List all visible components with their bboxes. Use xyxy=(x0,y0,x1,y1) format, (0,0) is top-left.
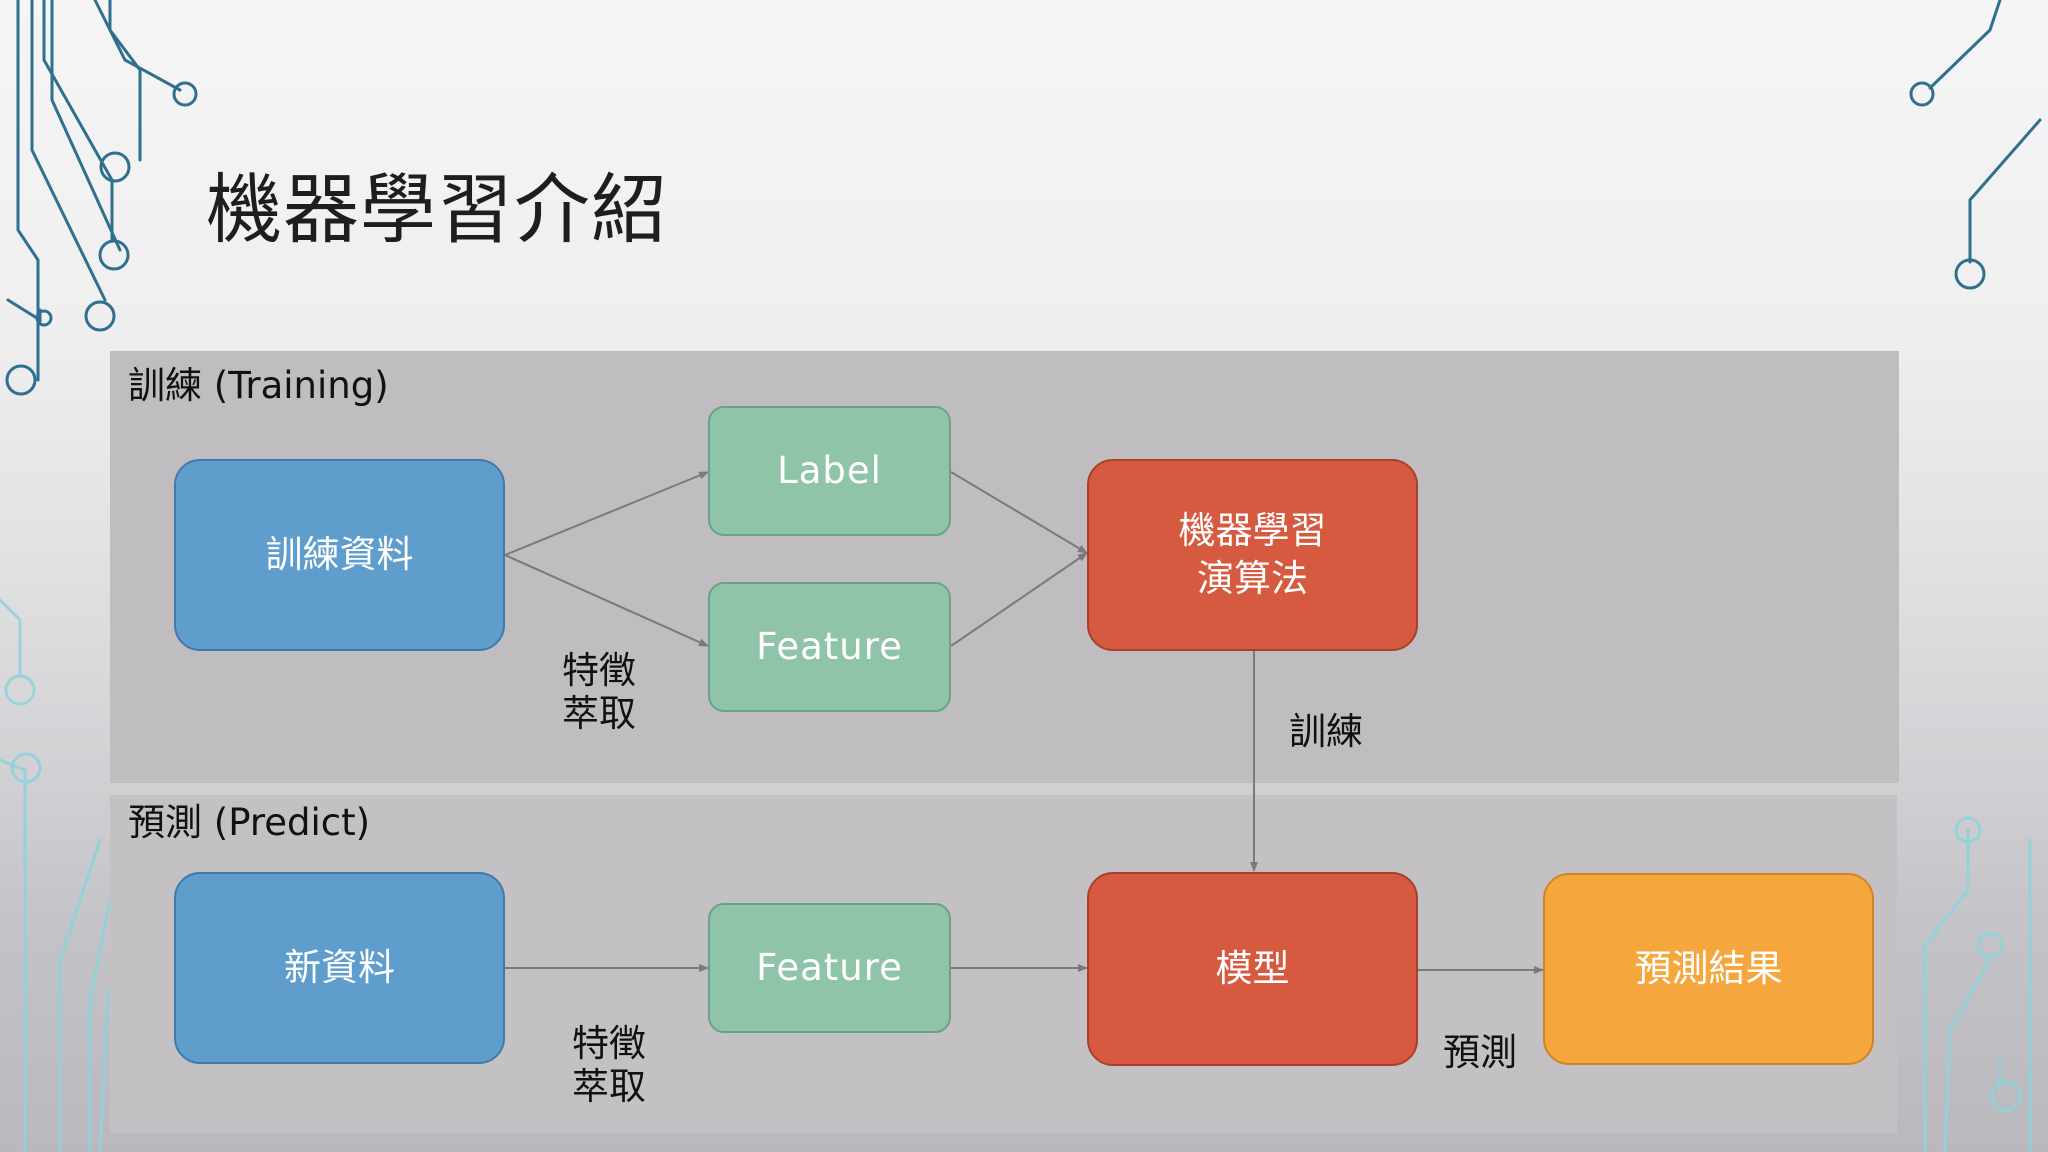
prediction-result-node: 預測結果 xyxy=(1543,873,1874,1065)
train-edge-label: 訓練 xyxy=(1289,711,1363,754)
arrow-label-to-algorithm xyxy=(951,472,1087,553)
feature-train-node: Feature xyxy=(708,582,951,712)
arrow-training-to-label xyxy=(505,472,708,555)
predict-edge-label: 預測 xyxy=(1443,1032,1517,1075)
ml-algorithm-node: 機器學習 演算法 xyxy=(1087,459,1418,651)
arrow-training-to-feature xyxy=(505,555,708,646)
feature-extraction-label-train: 特徵 萃取 xyxy=(562,650,636,735)
model-node: 模型 xyxy=(1087,872,1418,1066)
new-data-node: 新資料 xyxy=(174,872,505,1064)
feature-predict-node: Feature xyxy=(708,903,951,1033)
feature-extraction-label-predict: 特徵 萃取 xyxy=(572,1023,646,1108)
training-data-node: 訓練資料 xyxy=(174,459,505,651)
arrow-feature-to-algorithm xyxy=(951,553,1087,646)
label-node: Label xyxy=(708,406,951,536)
